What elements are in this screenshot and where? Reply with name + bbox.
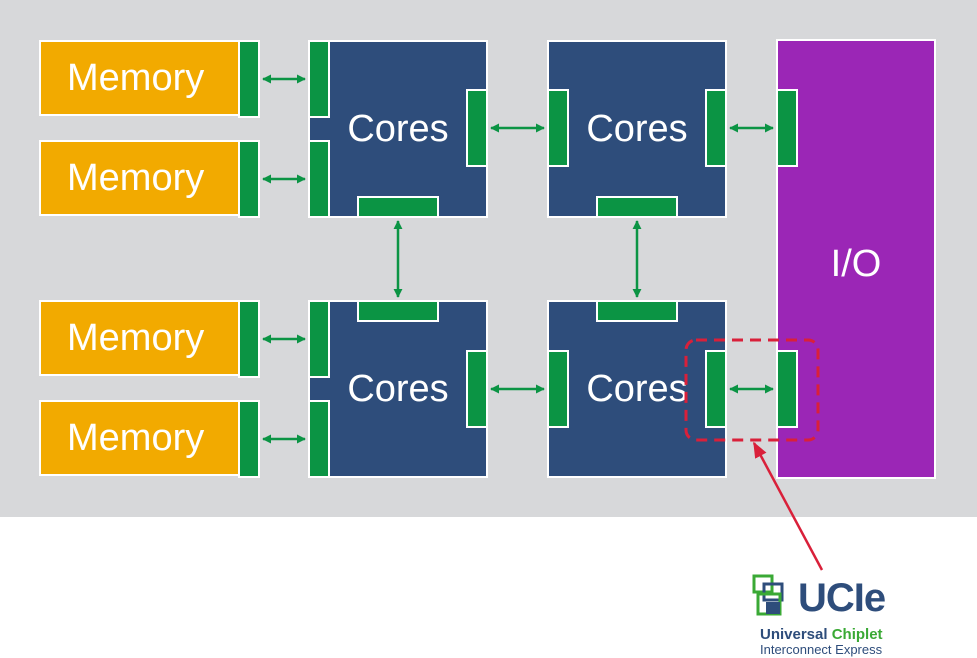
ucie-callout-arrow (752, 441, 824, 571)
cores-block-bottom-right: Cores (547, 300, 727, 478)
cores-label: Cores (347, 108, 449, 150)
ucie-tagline-line2: Interconnect Express (760, 642, 883, 657)
core-phy-tl-right (466, 89, 488, 167)
ucie-tagline-universal: Universal (760, 626, 828, 643)
io-phy-lower (776, 350, 798, 428)
core-phy-tr-right (705, 89, 727, 167)
core-phy-br-top (596, 300, 678, 322)
cores-block-top-right: Cores (547, 40, 727, 218)
core-phy-tr-left (547, 89, 569, 167)
core-phy-bl-left-lower (308, 400, 330, 478)
core-phy-tl-left-upper (308, 40, 330, 118)
core-phy-br-left (547, 350, 569, 428)
ucie-logo-icon (752, 574, 784, 616)
ucie-highlight-box (684, 338, 820, 442)
ucie-logo: UCIe Universal Chiplet Interconnect Expr… (750, 570, 950, 658)
memory-label: Memory (67, 417, 205, 459)
io-block: I/O (776, 39, 936, 479)
memory-label: Memory (67, 157, 205, 199)
core-phy-tr-bottom (596, 196, 678, 218)
memory-phy-2 (238, 140, 260, 218)
memory-block-3: Memory (39, 300, 255, 376)
cores-label: Cores (586, 108, 688, 150)
cores-label: Cores (586, 368, 688, 410)
core-phy-br-right (705, 350, 727, 428)
memory-block-1: Memory (39, 40, 255, 116)
memory-label: Memory (67, 317, 205, 359)
memory-phy-1 (238, 40, 260, 118)
core-phy-tl-bottom (357, 196, 439, 218)
io-phy-upper (776, 89, 798, 167)
memory-block-4: Memory (39, 400, 255, 476)
ucie-tagline-chiplet: Chiplet (831, 626, 883, 643)
cores-block-top-left: Cores (308, 40, 488, 218)
core-phy-bl-right (466, 350, 488, 428)
memory-phy-4 (238, 400, 260, 478)
memory-label: Memory (67, 57, 205, 99)
core-phy-bl-left-upper (308, 300, 330, 378)
ucie-tagline-line1: Universal Chiplet (760, 626, 883, 643)
cores-label: Cores (347, 368, 449, 410)
core-phy-bl-top (357, 300, 439, 322)
io-label: I/O (830, 243, 882, 285)
memory-phy-3 (238, 300, 260, 378)
ucie-wordmark: UCIe (798, 576, 886, 620)
core-phy-tl-left-lower (308, 140, 330, 218)
